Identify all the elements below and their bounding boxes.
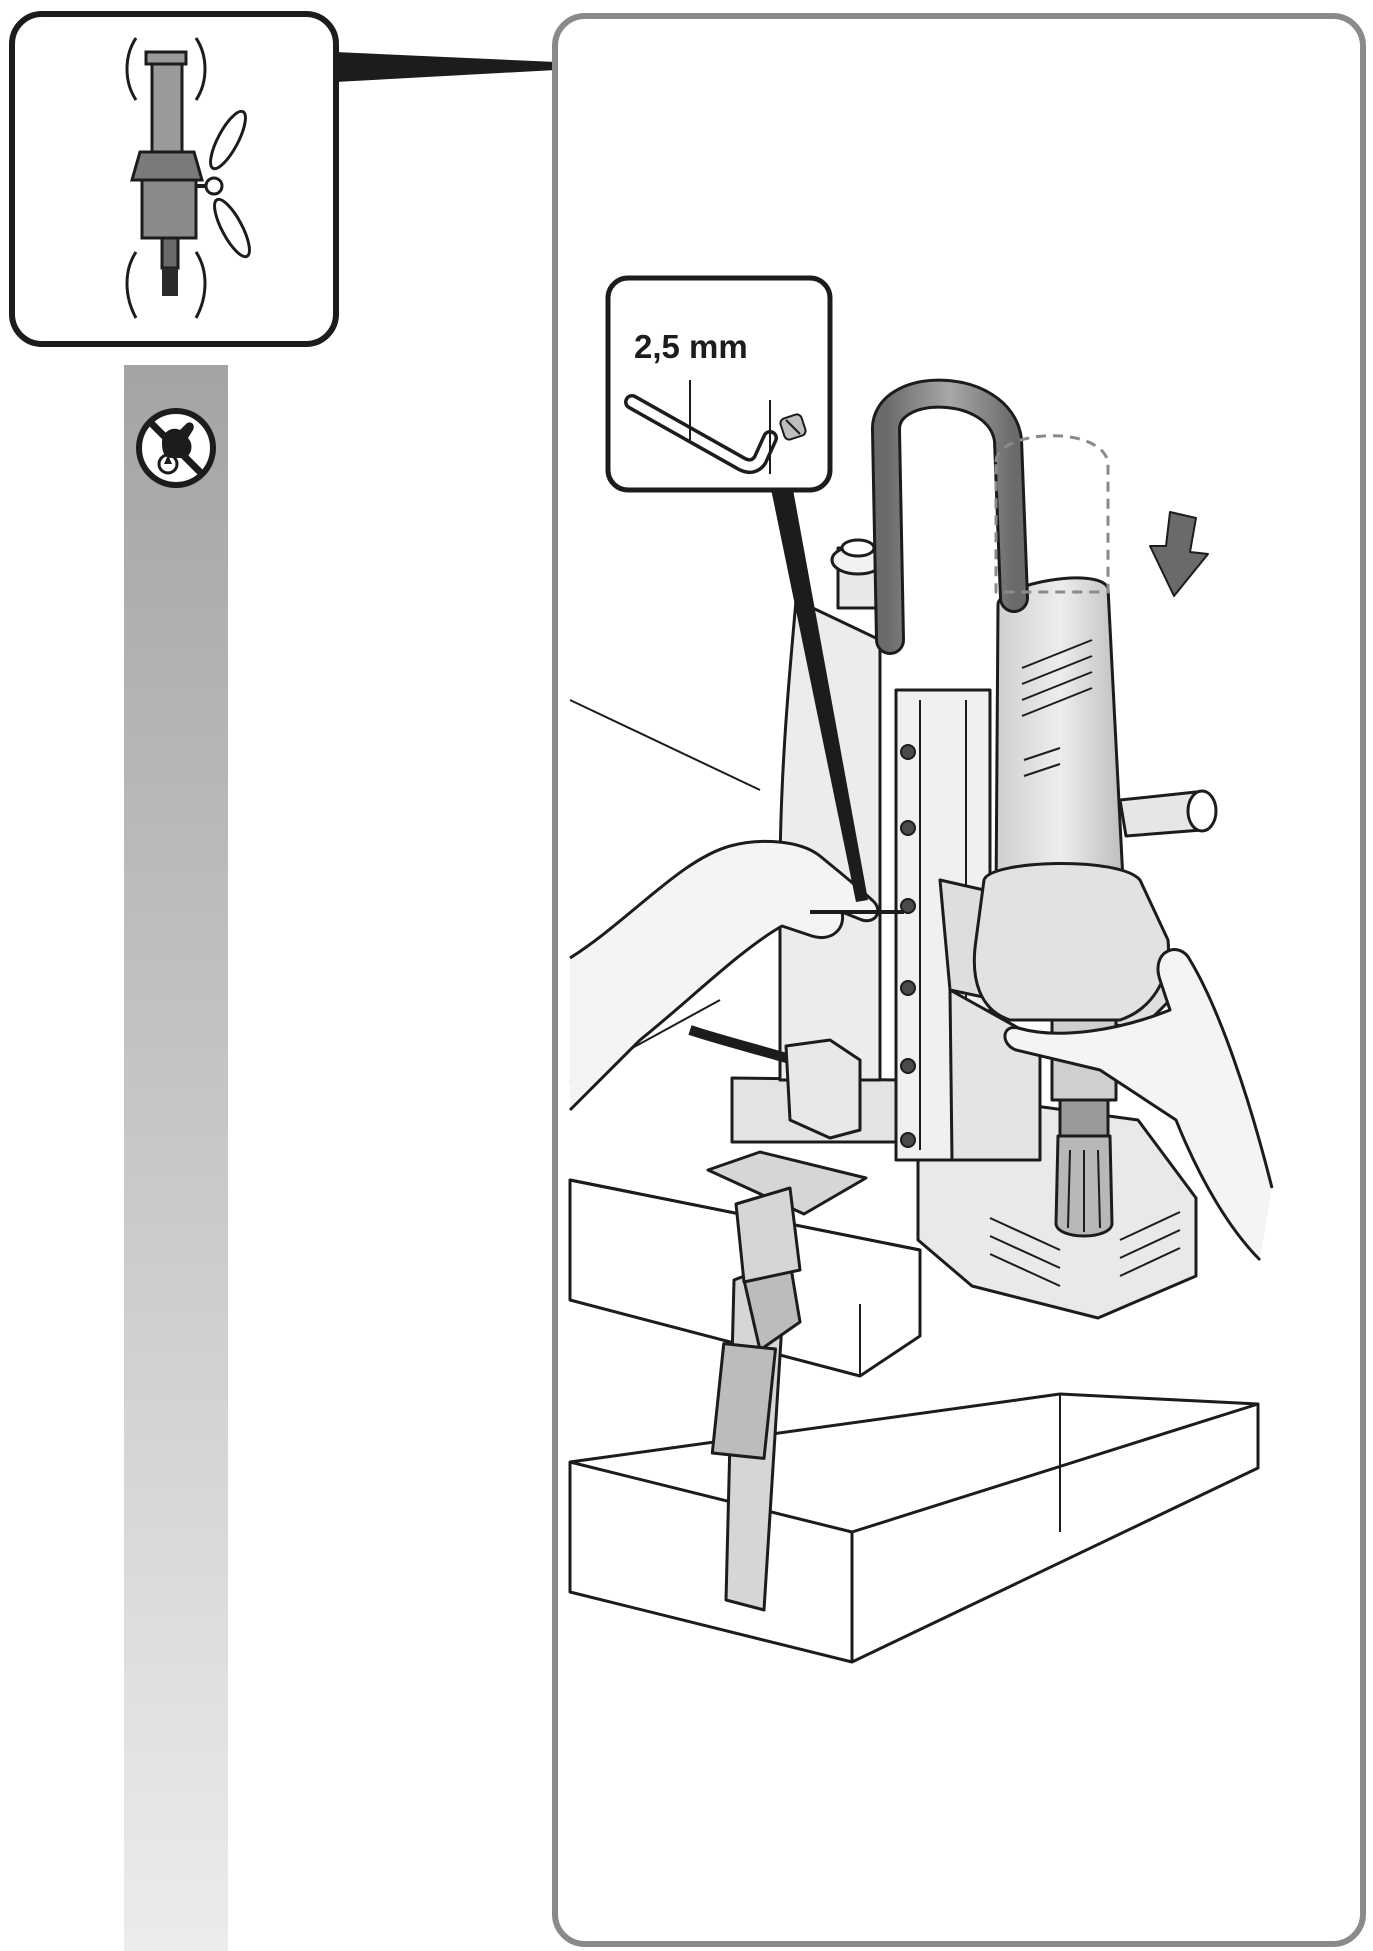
no-hand-contact-rotating-part-icon [136,408,216,488]
drill-stand-scene [568,378,1274,1664]
grub-screw-icon [779,413,807,441]
side-gradient-bar [124,365,228,1951]
hex-key-size-label: 2,5 mm [634,328,748,365]
base-vent-slots [989,1211,1181,1287]
down-arrow-icon [1149,511,1209,597]
rail-screws [900,744,916,1148]
motor-vent-slots [1021,639,1093,777]
hex-key-inset: 2,5 mm [605,275,868,902]
detail-inset-drill-vibration [9,11,556,347]
